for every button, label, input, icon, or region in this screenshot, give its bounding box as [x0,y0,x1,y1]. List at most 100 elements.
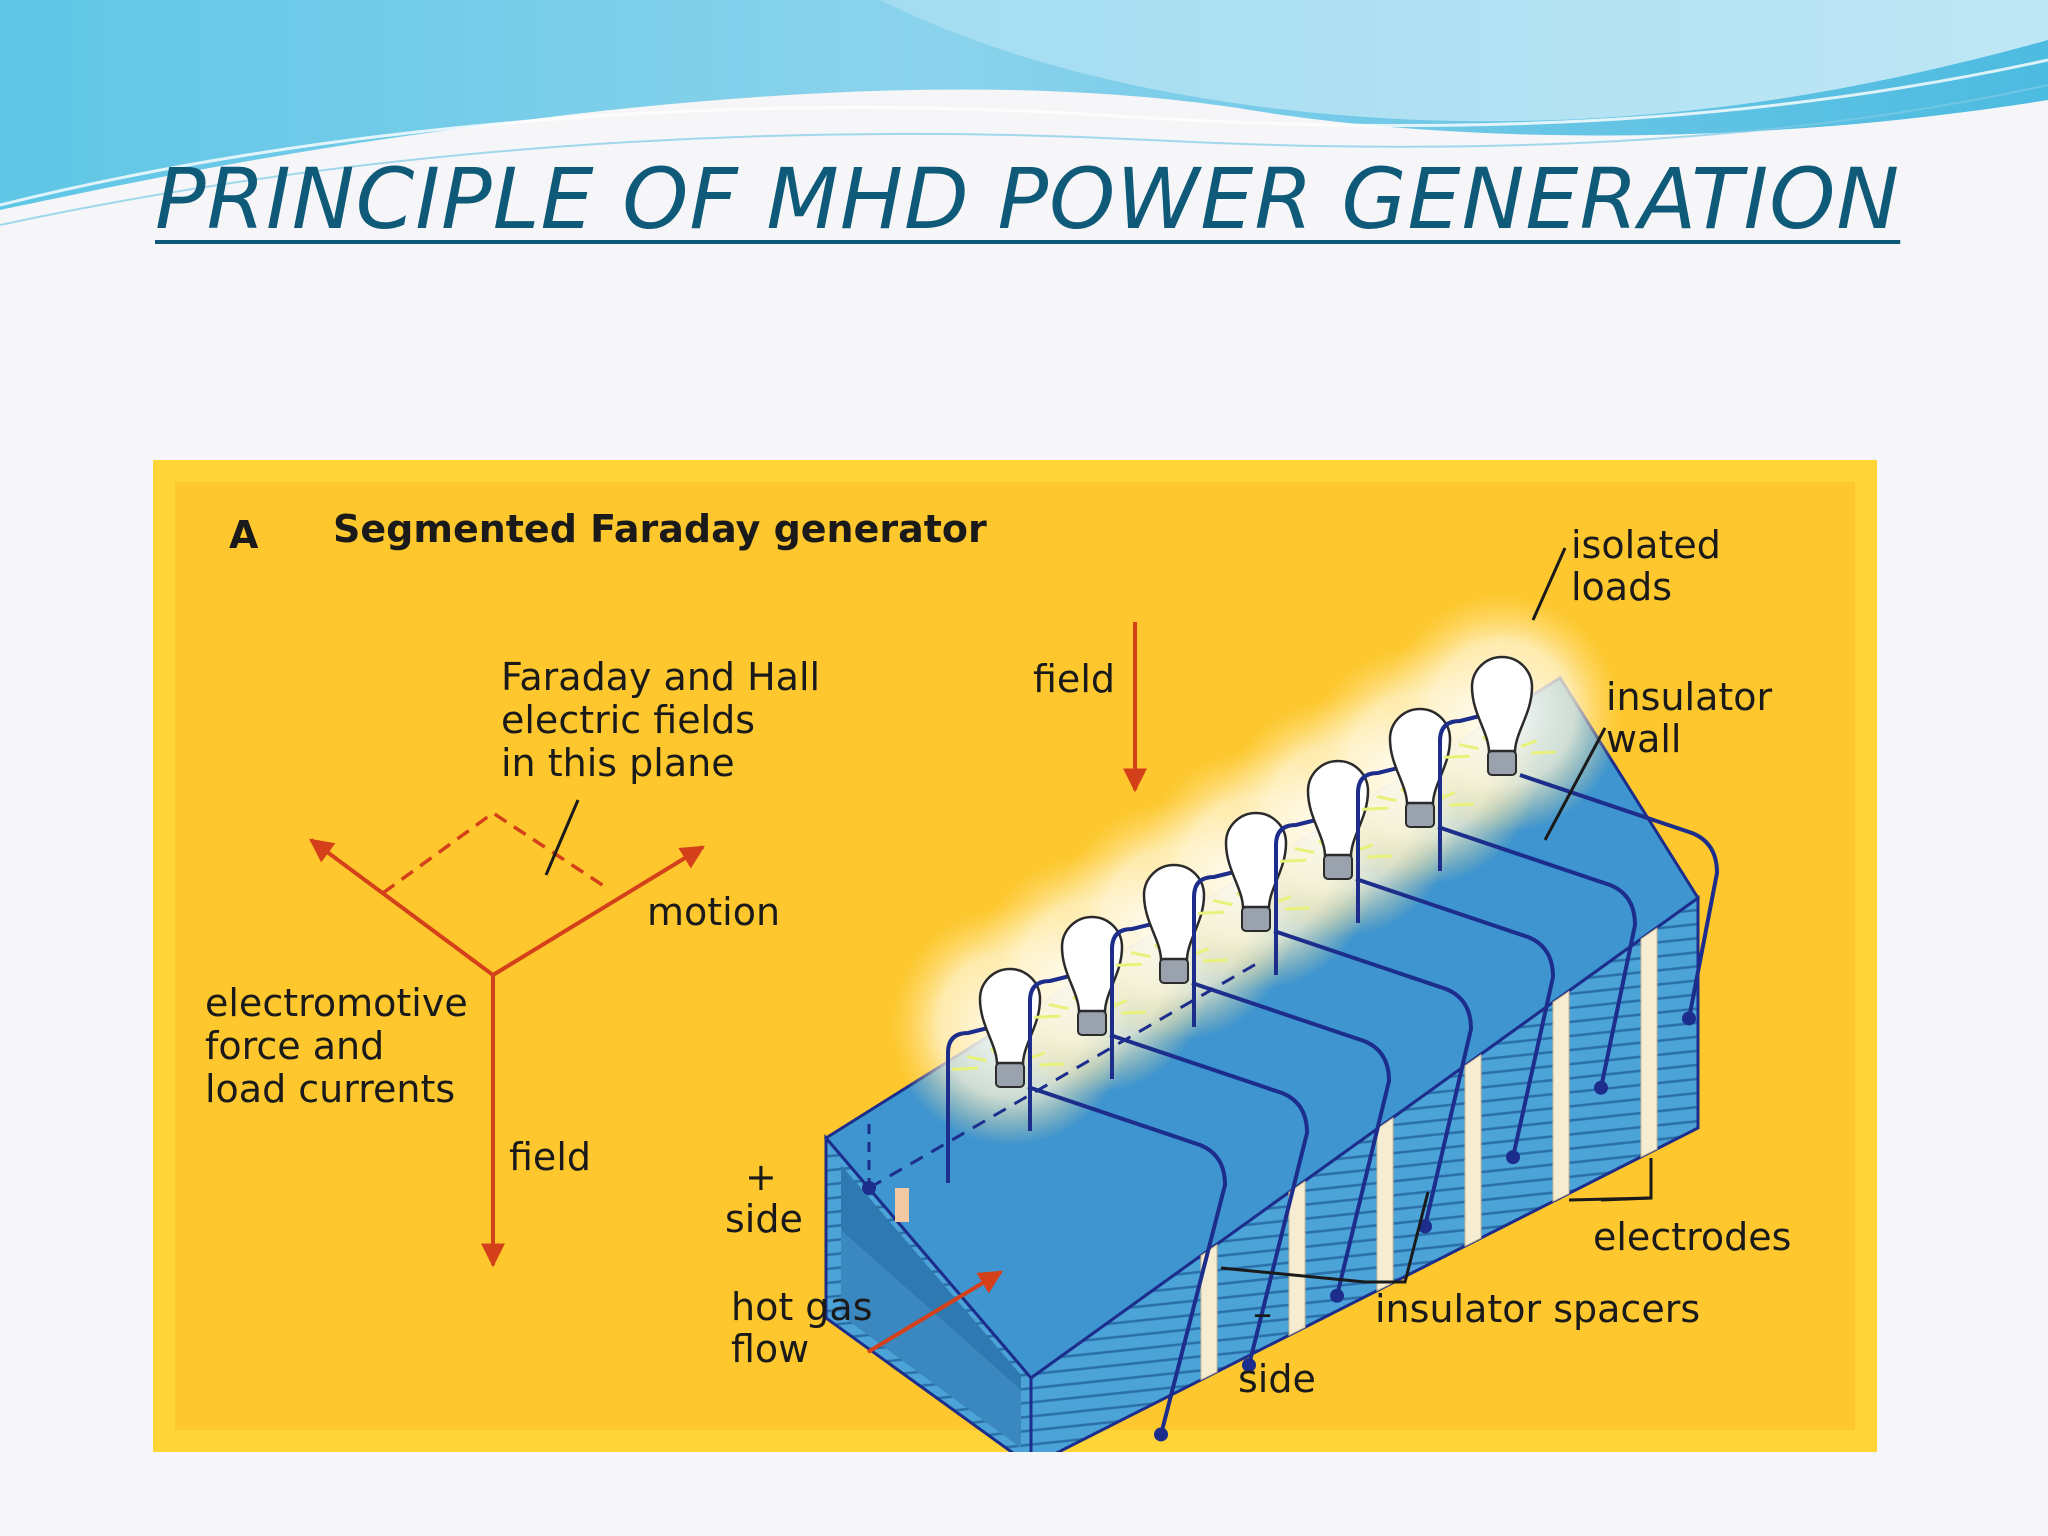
load-circuit [1274,759,1556,1165]
insulator-spacer [1376,1117,1394,1292]
light-ray [951,1066,979,1071]
plane-note-line-3: in this plane [501,741,735,785]
diagram-frame: A Segmented Faraday generator Faraday an… [153,460,1877,1452]
light-ray [1115,962,1143,967]
light-ray [1458,743,1479,751]
load-wire-front [1355,877,1556,1158]
insulator-spacer [1464,1053,1482,1247]
load-wire-back [1356,763,1411,923]
light-ray [1361,806,1389,811]
electrode-terminal [1242,1358,1256,1373]
hidden-wire [868,958,1264,1190]
insulator-wall-leader [1543,727,1607,841]
bulb-base [1159,958,1189,984]
electrodes-label: electrodes [1593,1215,1791,1259]
isolated-loads-line-2: loads [1571,565,1672,609]
electrode-terminal [1330,1288,1344,1303]
light-ray [1443,754,1471,759]
minus-sign: – [1253,1291,1272,1335]
emf-arrow [309,838,495,977]
insulator-spacer-group [1200,927,1658,1381]
load-wire-back [1274,815,1329,975]
motion-label: motion [647,890,780,934]
plane-leader-line [544,799,580,876]
hot-gas-line-2: flow [731,1327,809,1371]
slide-title: PRINCIPLE OF MHD POWER GENERATION [155,150,1901,248]
axes-field-label: field [509,1135,591,1179]
load-circuits-group [946,655,1720,1442]
light-ray [1294,847,1315,855]
hot-gas-arrow [866,1270,1004,1354]
light-ray [1033,1014,1061,1019]
diagram-heading: Segmented Faraday generator [333,507,987,551]
load-circuit [1438,655,1720,1026]
load-circuit [946,967,1228,1442]
electrode-terminal [1154,1427,1168,1442]
panel-letter: A [229,513,259,557]
insulator-wall-line-1: insulator [1606,675,1773,719]
light-ray [1285,906,1310,911]
isolated-loads-line-1: isolated [1571,523,1721,567]
light-ray [1203,958,1228,963]
insulator-spacer [1552,990,1570,1203]
generator-duct [823,593,1720,1452]
light-ray [1376,795,1397,803]
electrode-terminal [1594,1080,1608,1095]
bulb-base [1241,906,1271,932]
light-bulb-icon [1224,811,1288,909]
motion-arrow [491,845,706,977]
plus-sign: + [745,1155,777,1199]
light-ray [1130,951,1151,959]
light-ray [1367,854,1392,859]
light-ray [1039,1062,1064,1067]
light-bulb-icon [1060,915,1124,1013]
mhd-generator-diagram: A Segmented Faraday generator Faraday an… [175,482,1855,1452]
load-wire-front [1027,1085,1228,1435]
bulb-base [995,1062,1025,1088]
load-wire-back [1028,971,1083,1131]
load-wire-back [1192,867,1247,1027]
insulator-spacer [1200,1243,1218,1381]
load-circuit [1192,811,1474,1234]
light-ray [1449,802,1474,807]
header-wave-decoration [0,0,2048,226]
light-bulb-icon [978,967,1042,1065]
bulb-base [1487,750,1517,776]
light-bulb-icon [1142,863,1206,961]
electrode-terminal [1682,1011,1696,1026]
generator-field-label: field [1033,657,1115,701]
plane-note-line-2: electric fields [501,698,755,742]
load-circuit [1356,707,1638,1095]
load-wire-back [946,1023,1001,1183]
light-bulb-icon [1306,759,1370,857]
electrodes-leader-2 [1568,1196,1652,1202]
bulb-base [1077,1010,1107,1036]
plane-note-line-1: Faraday and Hall [501,655,820,699]
plus-side-label: side [725,1197,803,1241]
duct-opening-floor [841,1230,1021,1448]
hot-gas-line-1: hot gas [731,1285,873,1329]
electrode-terminal [1506,1150,1520,1165]
load-wire-front [1273,929,1474,1227]
load-wire-front [1191,981,1392,1297]
spacers-leader [1365,1191,1430,1284]
load-wire-front [1109,1033,1310,1366]
load-circuit [1028,915,1310,1373]
insulator-wall-line-2: wall [1606,717,1681,761]
light-ray [1197,910,1225,915]
light-ray [966,1055,987,1063]
insulator-spacer [1288,1180,1306,1337]
light-bulb-icon [1388,707,1452,805]
load-circuit [1110,863,1392,1303]
load-wire-front [1519,773,1720,1019]
emf-label-line-1: electromotive [205,981,468,1025]
emf-label-line-3: load currents [205,1067,455,1111]
load-wire-back [1438,711,1493,871]
bulb-base [1405,802,1435,828]
load-wire-back [1110,919,1165,1079]
light-bulb-icon [1470,655,1534,753]
light-ray [1279,858,1307,863]
light-ray [1520,739,1538,748]
light-ray [1048,1003,1069,1011]
